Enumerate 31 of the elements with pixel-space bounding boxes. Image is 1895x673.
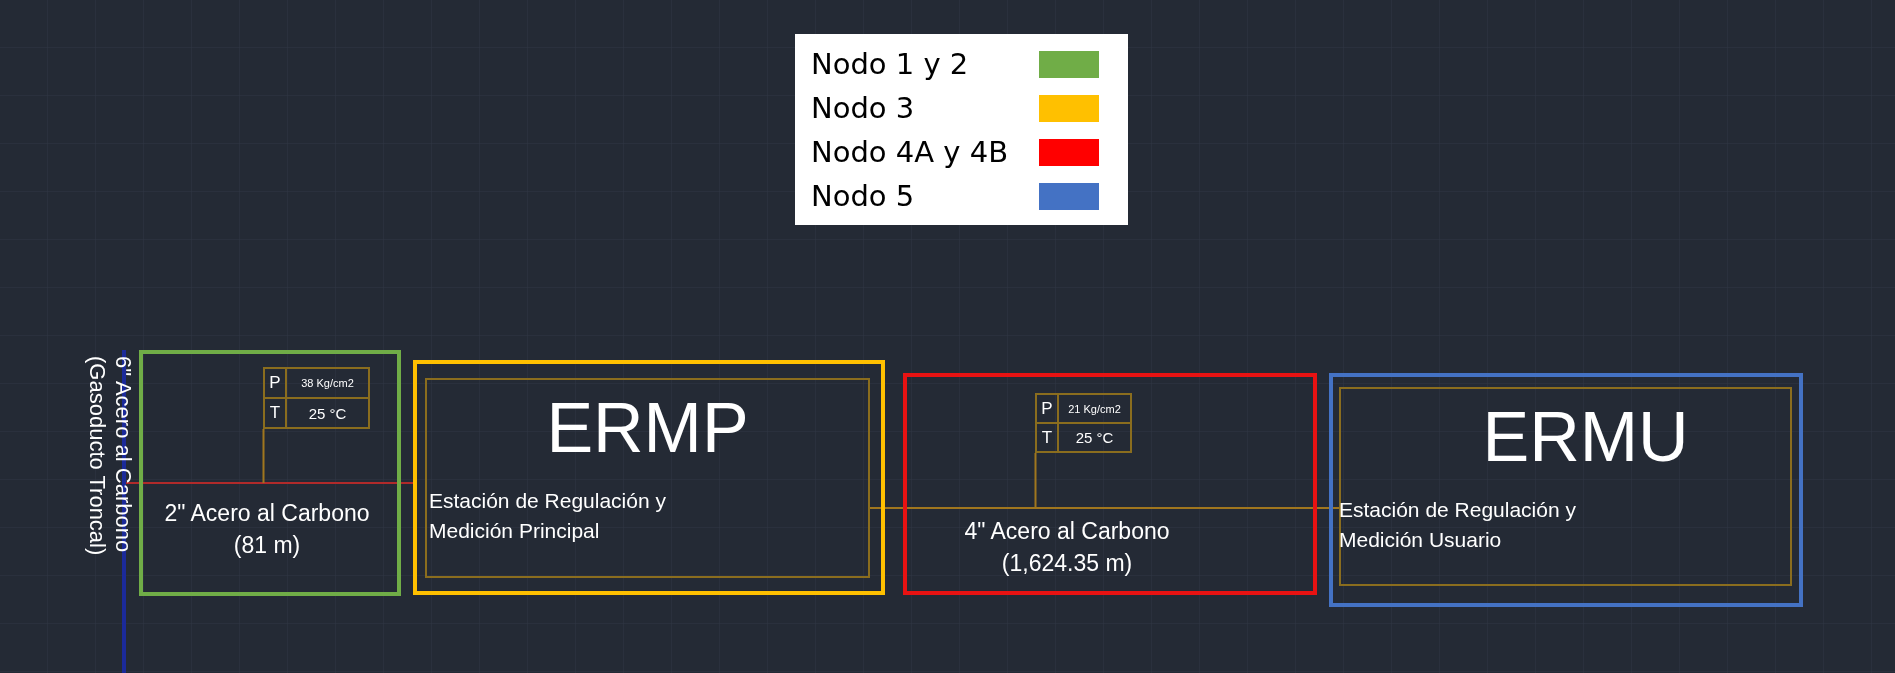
legend-text: Nodo 5	[811, 179, 916, 213]
table-cell: T	[264, 398, 286, 428]
station-description: Estación de Regulación y Medición Usuario	[1339, 497, 1577, 553]
table-cell: 25 °C	[1058, 423, 1131, 452]
pipeline-label: 6" Acero al Carbono (Gasoducto Troncal)	[84, 356, 136, 558]
legend-text: Nodo 3	[811, 91, 916, 125]
station-frame	[413, 360, 885, 595]
table-cell: P	[264, 368, 286, 398]
table-cell: 25 °C	[286, 398, 369, 428]
leader-line	[262, 428, 265, 484]
pipe-section-box	[903, 373, 1317, 595]
pipeline-line	[125, 482, 414, 484]
pipe-label: 2" Acero al Carbono (81 m)	[163, 499, 371, 560]
table-cell: 21 Kg/cm2	[1058, 394, 1131, 423]
legend-text: Nodo 1 y 2	[811, 47, 970, 81]
table-cell: 38 Kg/cm2	[286, 368, 369, 398]
data-table	[1035, 393, 1132, 453]
pipe-section-box	[139, 350, 401, 596]
leader-line	[1034, 452, 1037, 509]
station-box	[1339, 387, 1792, 586]
legend-text: Nodo 4A y 4B	[811, 135, 1010, 169]
station-box	[425, 378, 870, 578]
table-cell: P	[1036, 394, 1058, 423]
station-title: ERMP	[545, 388, 750, 468]
table-cell: T	[1036, 423, 1058, 452]
data-table	[263, 367, 370, 429]
station-description: Estación de Regulación y Medición Principal	[429, 488, 667, 544]
station-frame	[1329, 373, 1803, 607]
station-title: ERMU	[1481, 397, 1690, 477]
pipe-label: 4" Acero al Carbono (1,624.35 m)	[963, 517, 1171, 578]
pipeline-line	[869, 507, 1340, 509]
